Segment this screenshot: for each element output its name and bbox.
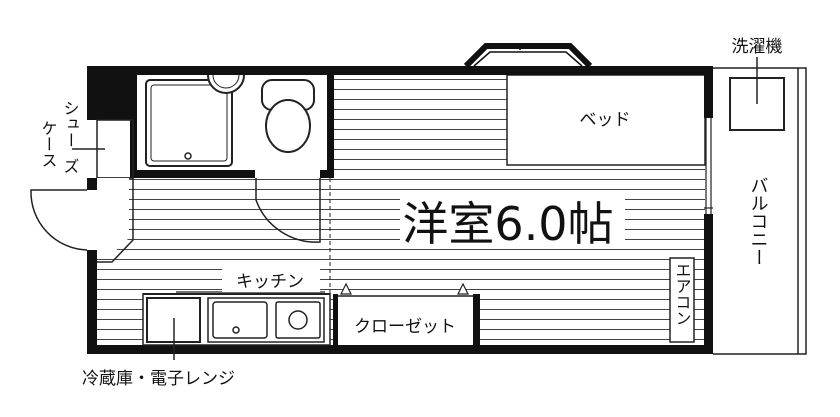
air-conditioner — [669, 257, 695, 343]
bath-unit — [145, 79, 233, 167]
outer-walls — [87, 66, 713, 354]
shoe-case-label-3: ケース — [39, 120, 58, 168]
balcony-window — [704, 118, 713, 214]
bed-label: ベッド — [580, 110, 631, 130]
bathroom-door — [255, 178, 321, 243]
aircon-label: エアコン — [673, 262, 692, 326]
bath-sink — [207, 74, 245, 94]
washer-label: 洗濯機 — [732, 37, 783, 57]
closet — [333, 282, 480, 345]
shoe-case-label-2: ズ — [61, 158, 80, 174]
balcony-label: バルコニー — [748, 176, 769, 266]
entrance-door — [30, 189, 88, 251]
shoe-cabinet — [72, 119, 134, 179]
room-label: 洋室6.0帖 — [402, 197, 613, 251]
kitchen-sink — [207, 297, 325, 343]
bay-window — [463, 43, 593, 69]
bed-area — [506, 74, 706, 166]
fridge-microwave-label: 冷蔵庫・電子レンジ — [82, 369, 235, 389]
balcony — [713, 67, 807, 355]
kitchen-label: キッチン — [236, 272, 304, 292]
closet-label: クローゼット — [354, 317, 456, 337]
toilet — [261, 79, 315, 153]
shoe-case-label-1: シュー — [61, 100, 80, 148]
